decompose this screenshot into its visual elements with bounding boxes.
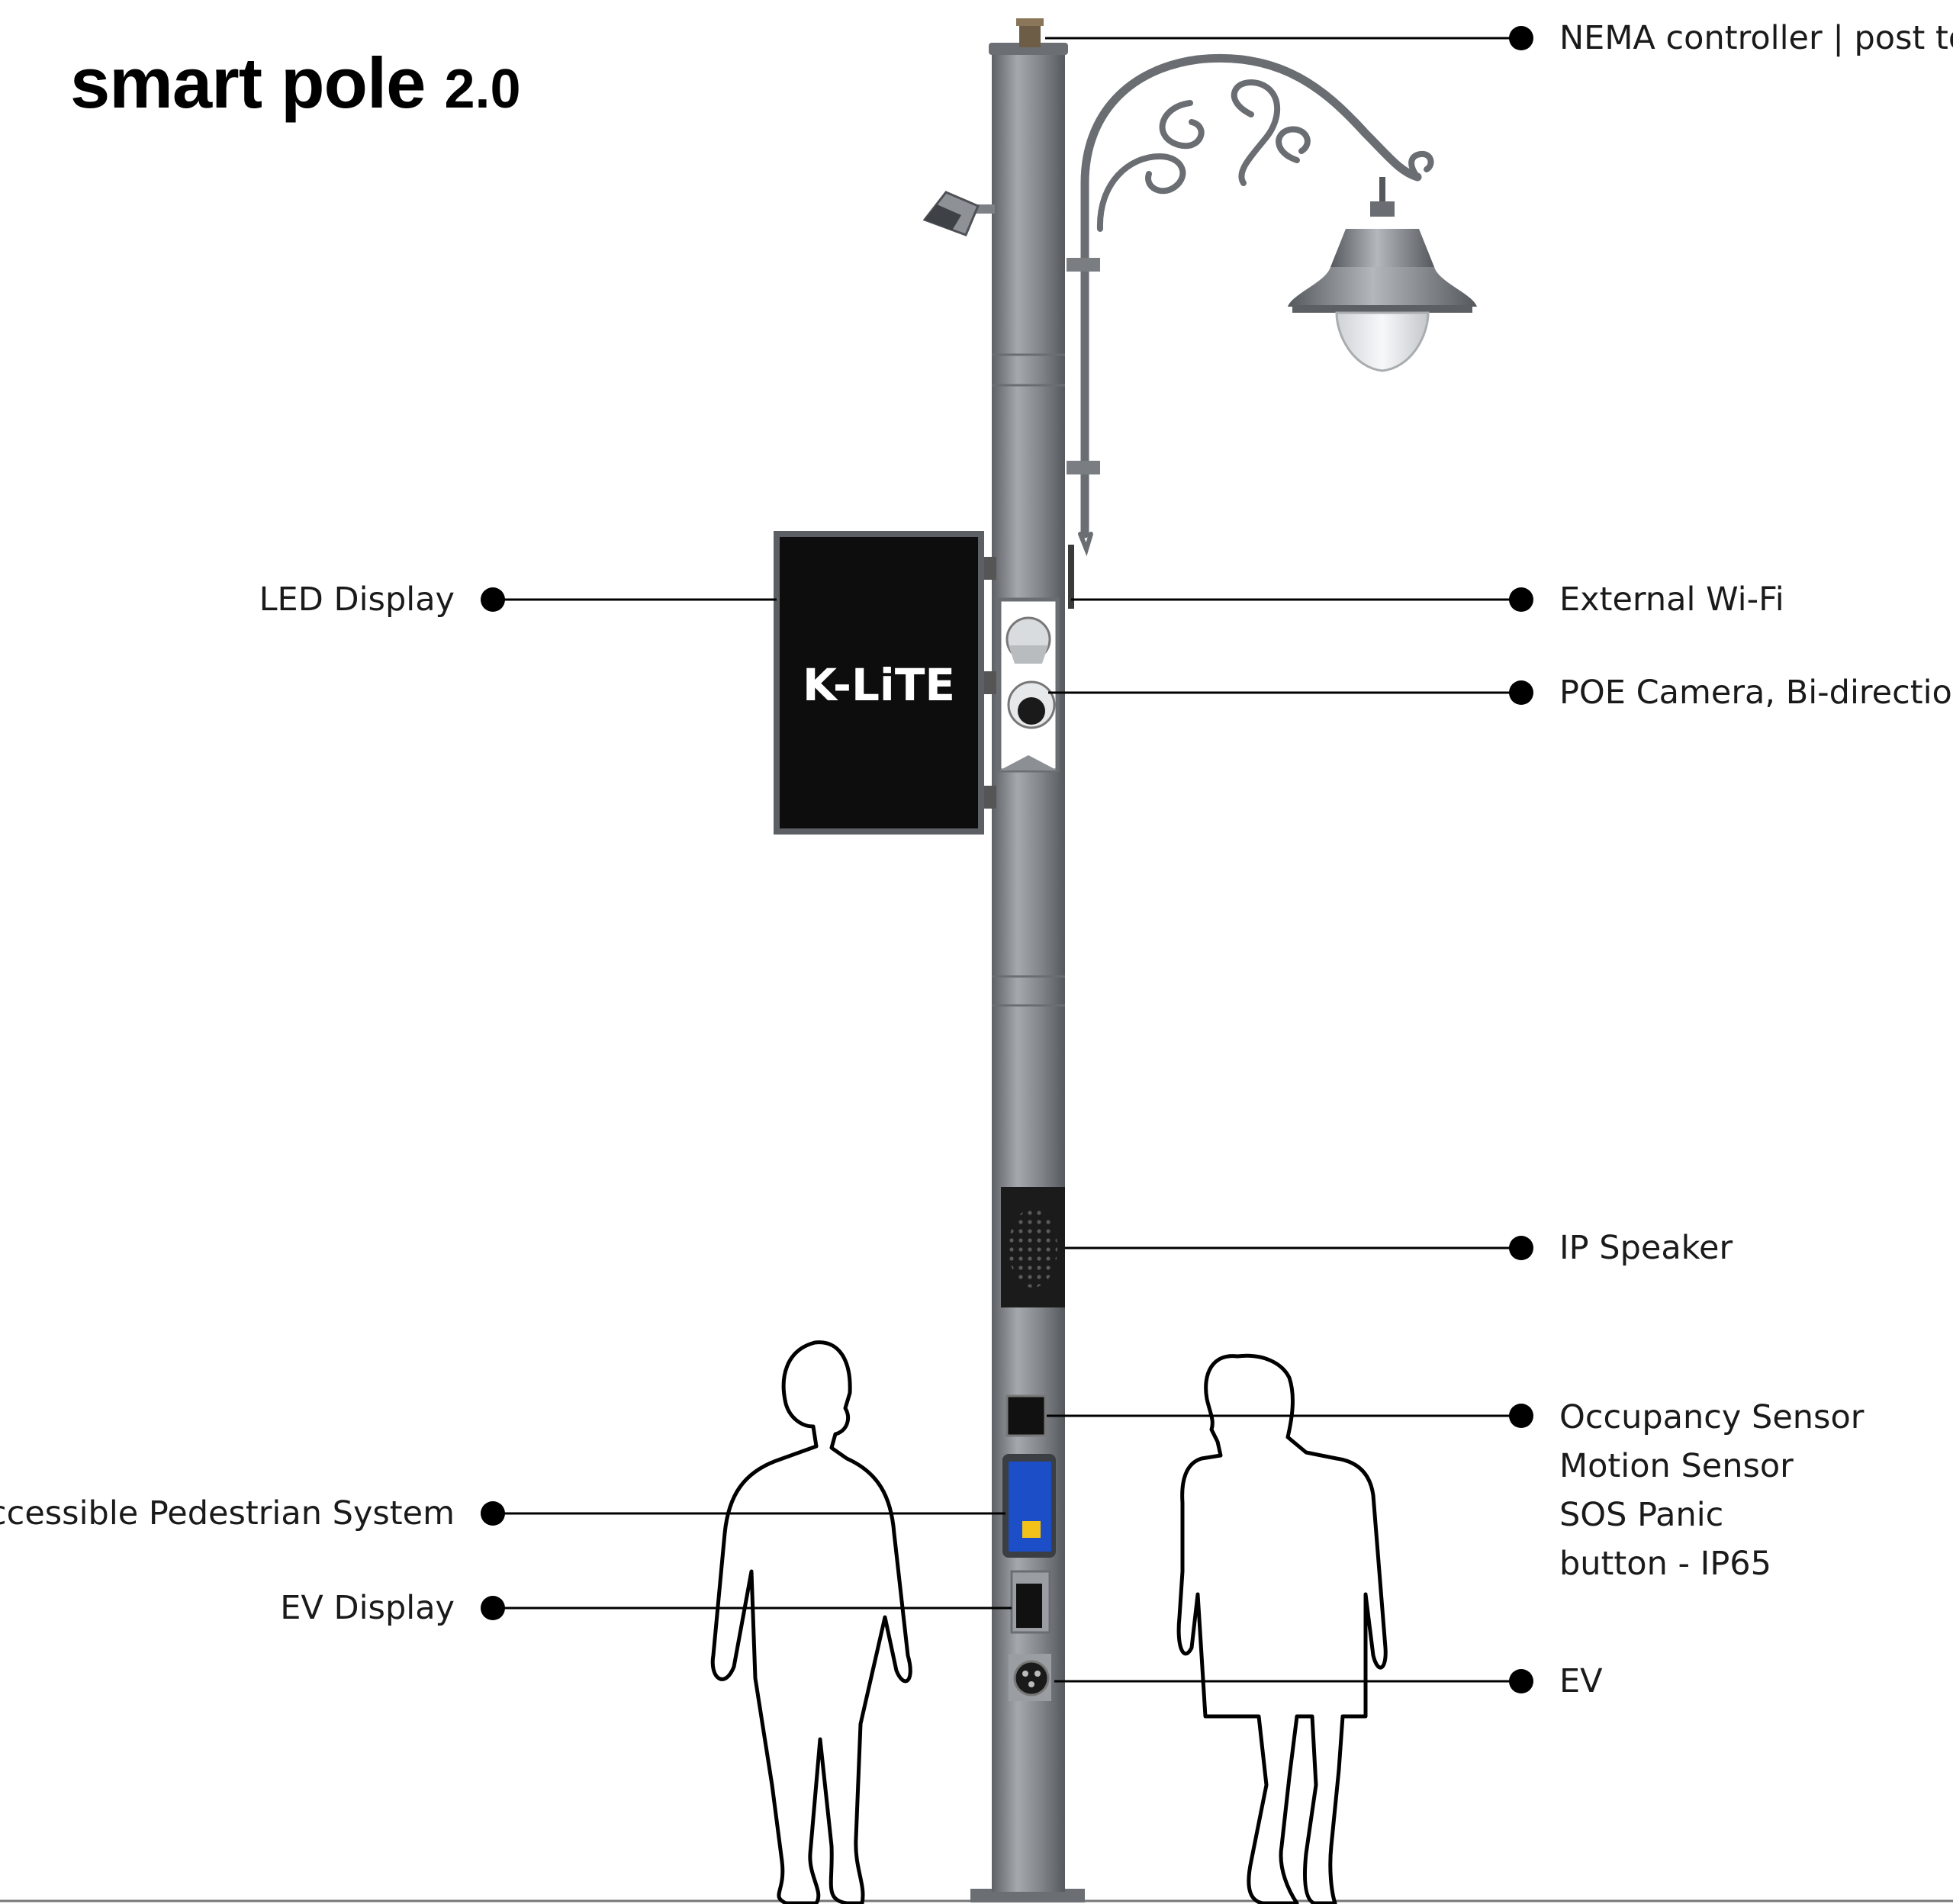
poe-camera bbox=[1007, 680, 1056, 729]
page-title: smart pole 2.0 bbox=[70, 47, 521, 119]
ev-display bbox=[1010, 1570, 1051, 1634]
bracket-clamp-lower bbox=[1067, 461, 1100, 474]
external-wifi-antenna bbox=[1068, 545, 1074, 609]
label-ip-speaker: IP Speaker bbox=[1559, 1229, 1733, 1267]
label-poe-camera: POE Camera, Bi-directional bbox=[1559, 674, 1953, 712]
pole bbox=[989, 43, 1068, 1892]
label-occupancy-sensor: Occupancy Sensor bbox=[1559, 1398, 1865, 1436]
title-version: 2.0 bbox=[444, 59, 521, 120]
label-accessible-pedestrian-system: Accessible Pedestrian System bbox=[0, 1494, 455, 1533]
label-led-display: LED Display bbox=[259, 581, 455, 619]
label-external-wifi: External Wi-Fi bbox=[1559, 581, 1784, 619]
label-sos-button-ip65: button - IP65 bbox=[1559, 1545, 1772, 1583]
callout-dots bbox=[481, 26, 1533, 1693]
led-display bbox=[774, 531, 996, 835]
ev-socket bbox=[1009, 1654, 1051, 1701]
female-pedestrian-silhouette bbox=[1176, 1353, 1388, 1904]
label-ev-display: EV Display bbox=[280, 1589, 455, 1627]
male-pedestrian-silhouette bbox=[710, 1340, 912, 1904]
occupancy-sensor bbox=[1005, 1394, 1047, 1437]
brand-logo: K-LiTE bbox=[803, 659, 955, 711]
spotlight bbox=[922, 191, 995, 236]
title-main: smart pole bbox=[70, 43, 426, 123]
nema-controller bbox=[1016, 18, 1044, 47]
bracket-clamp-upper bbox=[1067, 258, 1100, 272]
decorative-bracket bbox=[1078, 53, 1434, 557]
ip-speaker bbox=[1001, 1187, 1065, 1307]
pole-base bbox=[970, 1889, 1085, 1902]
label-ev: EV bbox=[1559, 1662, 1603, 1700]
label-sos-panic: SOS Panic bbox=[1559, 1496, 1724, 1534]
street-lantern bbox=[1288, 177, 1477, 372]
wifi-device bbox=[1005, 616, 1051, 664]
leader-lines bbox=[493, 37, 1521, 1683]
label-motion-sensor: Motion Sensor bbox=[1559, 1447, 1794, 1485]
label-sensors-group: Occupancy Sensor Motion Sensor SOS Panic… bbox=[1559, 1393, 1864, 1588]
accessible-pedestrian-system bbox=[1002, 1454, 1056, 1558]
label-nema-controller: NEMA controller | post top bbox=[1559, 19, 1953, 57]
